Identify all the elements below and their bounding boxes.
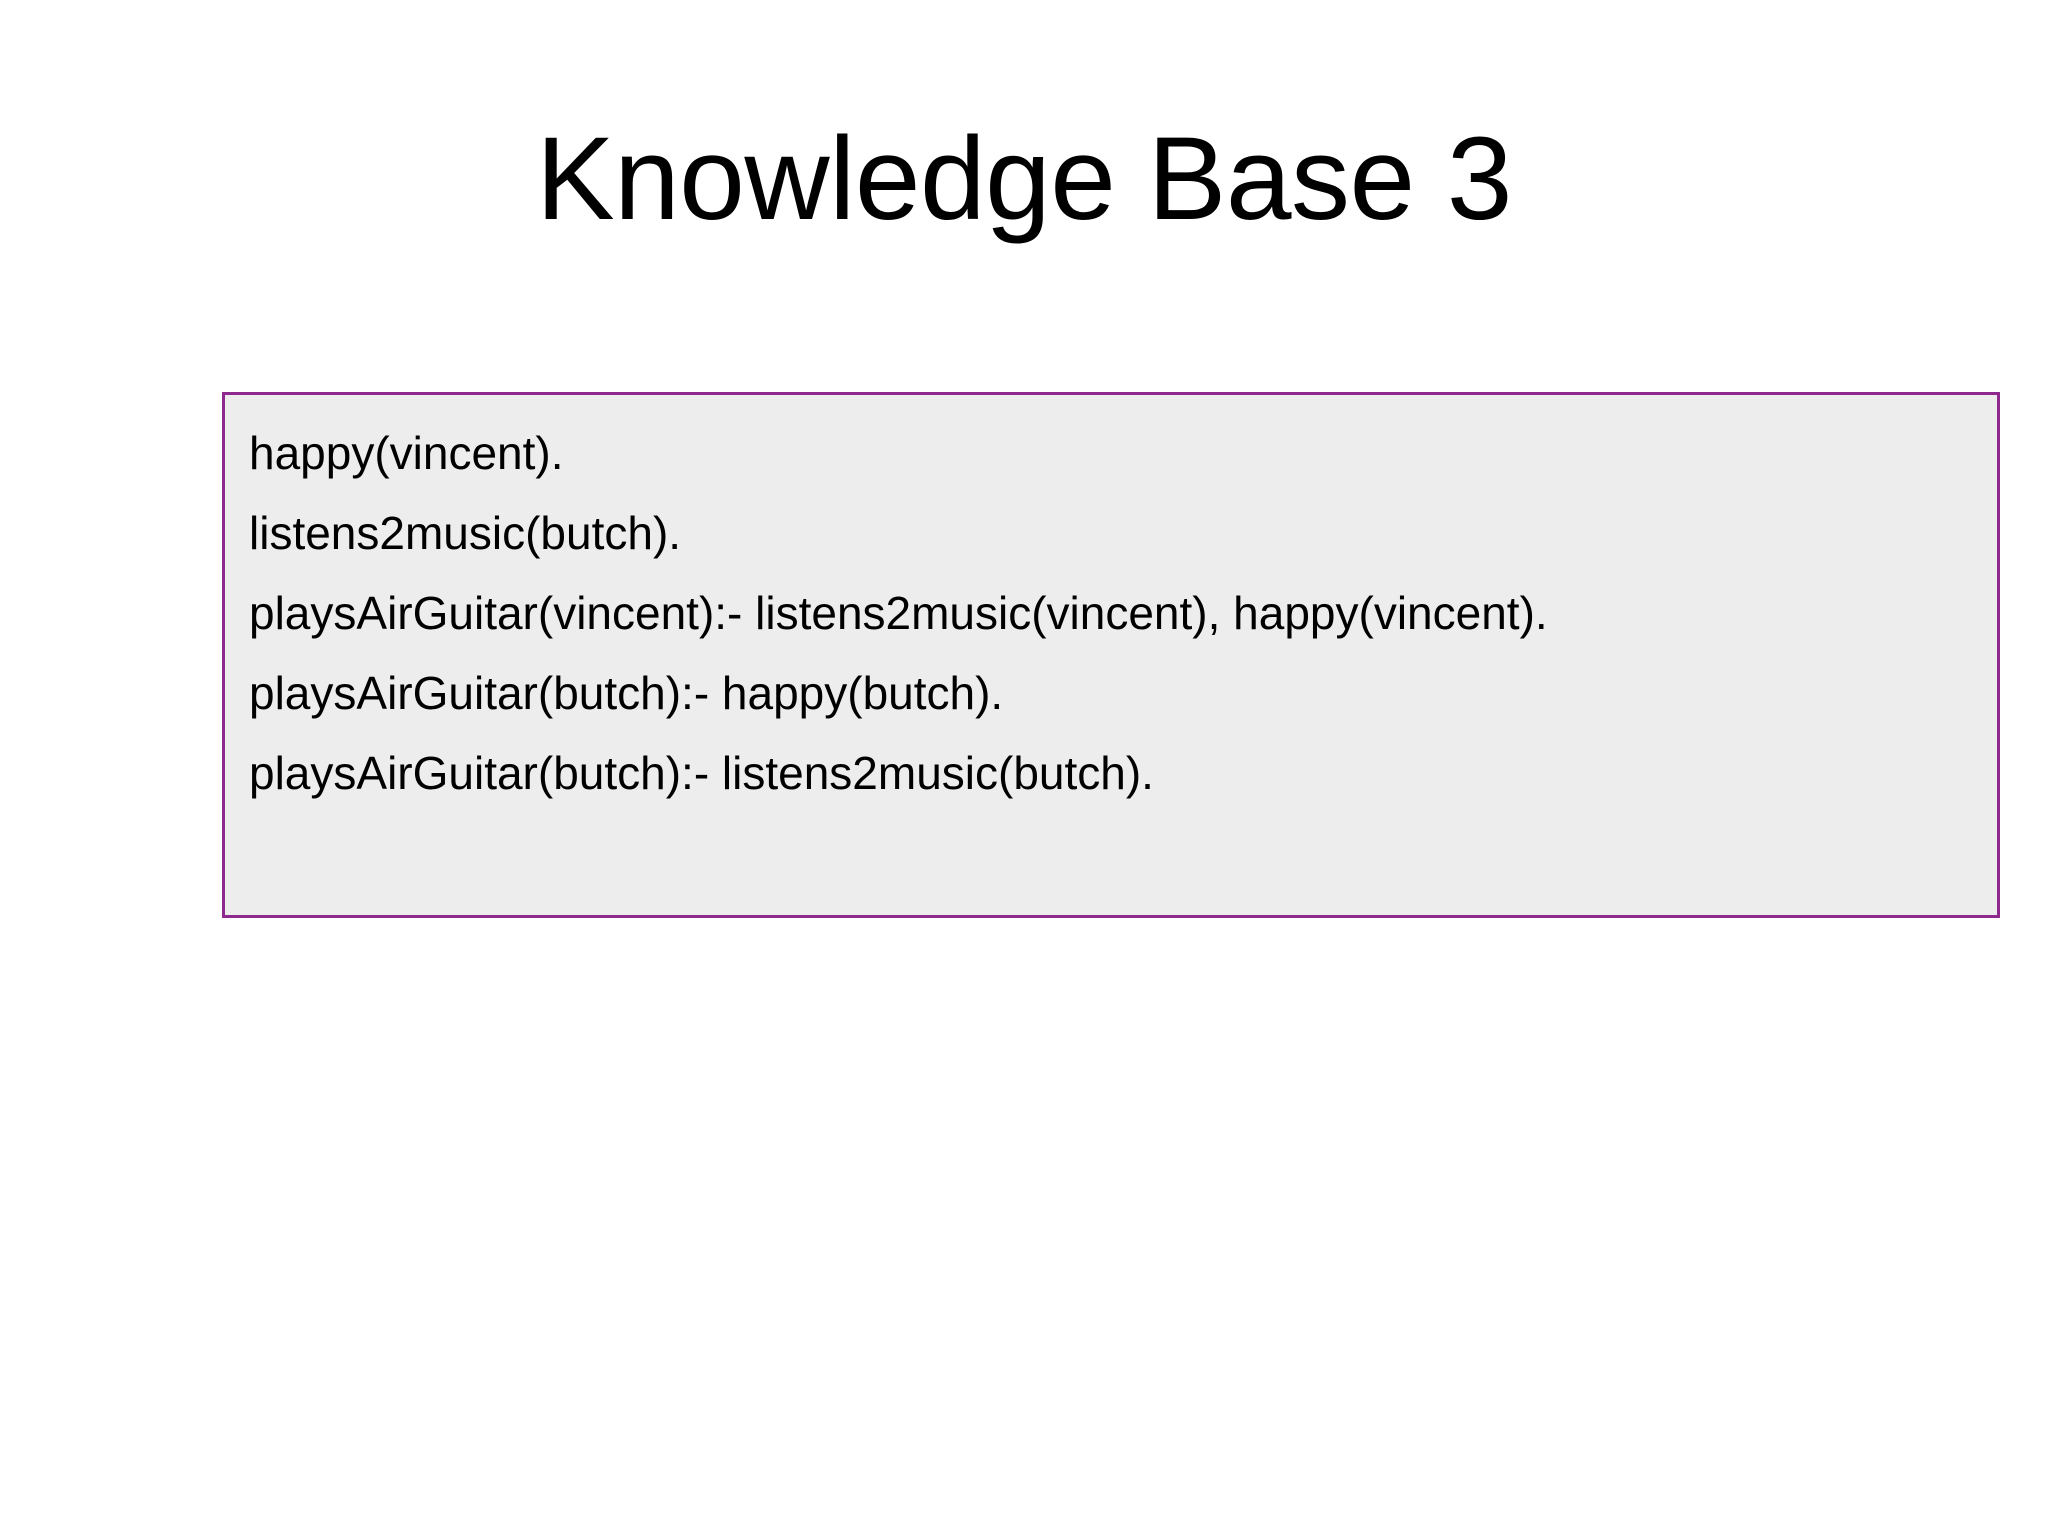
knowledge-base-rule-line: playsAirGuitar(vincent):- listens2music(… <box>249 587 1548 639</box>
knowledge-base-rule-line: playsAirGuitar(butch):- happy(butch). <box>249 667 1004 719</box>
knowledge-base-rule-line: playsAirGuitar(butch):- listens2music(bu… <box>249 747 1154 799</box>
page-title: Knowledge Base 3 <box>535 113 1513 245</box>
knowledge-base-fact-line: happy(vincent). <box>249 427 564 479</box>
knowledge-base-fact-line: listens2music(butch). <box>249 507 682 559</box>
knowledge-base-line-list: happy(vincent). listens2music(butch). pl… <box>249 413 1987 813</box>
knowledge-base-box: happy(vincent). listens2music(butch). pl… <box>222 392 2000 918</box>
